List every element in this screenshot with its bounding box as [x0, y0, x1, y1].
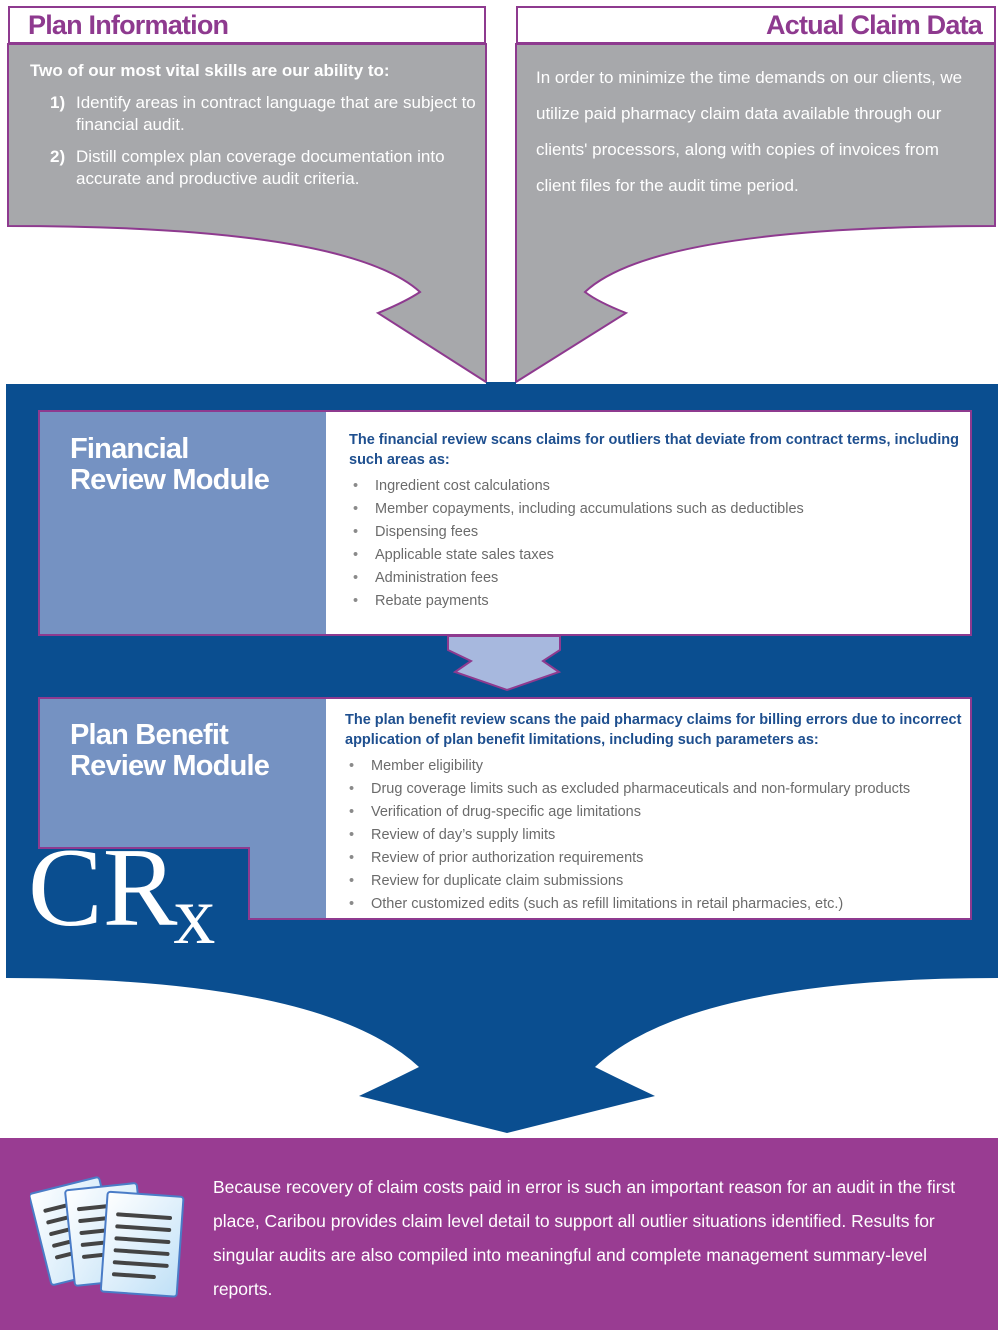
list-item: Applicable state sales taxes: [349, 544, 959, 567]
plan-info-item: 2) Distill complex plan coverage documen…: [30, 146, 485, 190]
financial-module-list: Ingredient cost calculations Member copa…: [349, 475, 959, 613]
claim-data-body: In order to minimize the time demands on…: [536, 68, 963, 195]
module-connector-arrow: [447, 635, 562, 692]
claim-data-title: Actual Claim Data: [766, 10, 983, 40]
crx-logo-main: CR: [28, 826, 178, 950]
list-item: Rebate payments: [349, 590, 959, 613]
list-item: Drug coverage limits such as excluded ph…: [345, 778, 967, 801]
plan-info-body: Two of our most vital skills are our abi…: [30, 60, 485, 200]
list-item: Dispensing fees: [349, 521, 959, 544]
financial-module-title-line2: Review Module: [70, 464, 270, 496]
financial-module-title-panel: [40, 412, 326, 634]
plan-benefit-module-intro: The plan benefit review scans the paid p…: [345, 712, 962, 748]
list-item: Review of prior authorization requiremen…: [345, 847, 967, 870]
plan-info-item-number: 2): [50, 147, 66, 166]
claim-data-header: Actual Claim Data: [516, 6, 996, 44]
crx-logo-sub: x: [173, 869, 216, 962]
document-stack-icon: [30, 1176, 185, 1298]
claim-data-arrow: [515, 43, 996, 384]
plan-benefit-module-title-line2: Review Module: [70, 750, 270, 782]
plan-benefit-module-title: Plan Benefit Review Module: [70, 719, 270, 782]
plan-info-header: Plan Information: [8, 6, 486, 44]
financial-module-title-line1: Financial: [70, 433, 189, 465]
crx-logo: CRx: [28, 832, 215, 962]
financial-module-intro: The financial review scans claims for ou…: [349, 432, 959, 468]
list-item: Review for duplicate claim submissions: [345, 870, 967, 893]
plan-benefit-module-list: Member eligibility Drug coverage limits …: [345, 755, 967, 916]
plan-info-item: 1) Identify areas in contract language t…: [30, 92, 485, 136]
plan-benefit-module-title-panel: [40, 699, 326, 918]
plan-info-arrow: [7, 43, 487, 384]
list-item: Verification of drug-specific age limita…: [345, 801, 967, 824]
plan-info-item-text: Identify areas in contract language that…: [76, 93, 476, 134]
list-item: Review of day’s supply limits: [345, 824, 967, 847]
plan-info-title: Plan Information: [28, 10, 229, 40]
list-item: Member eligibility: [345, 755, 967, 778]
list-item: Member copayments, including accumulatio…: [349, 498, 959, 521]
plan-info-intro: Two of our most vital skills are our abi…: [30, 61, 390, 80]
plan-benefit-module-title-line1: Plan Benefit: [70, 719, 229, 751]
financial-module-content: The financial review scans claims for ou…: [349, 430, 959, 613]
plan-info-item-text: Distill complex plan coverage documentat…: [76, 147, 445, 188]
list-item: Other customized edits (such as refill l…: [345, 893, 967, 916]
plan-benefit-module-content: The plan benefit review scans the paid p…: [345, 710, 967, 916]
list-item: Administration fees: [349, 567, 959, 590]
bottom-summary-text: Because recovery of claim costs paid in …: [213, 1177, 956, 1299]
financial-module-title: Financial Review Module: [70, 433, 270, 496]
list-item: Ingredient cost calculations: [349, 475, 959, 498]
plan-info-item-number: 1): [50, 93, 66, 112]
